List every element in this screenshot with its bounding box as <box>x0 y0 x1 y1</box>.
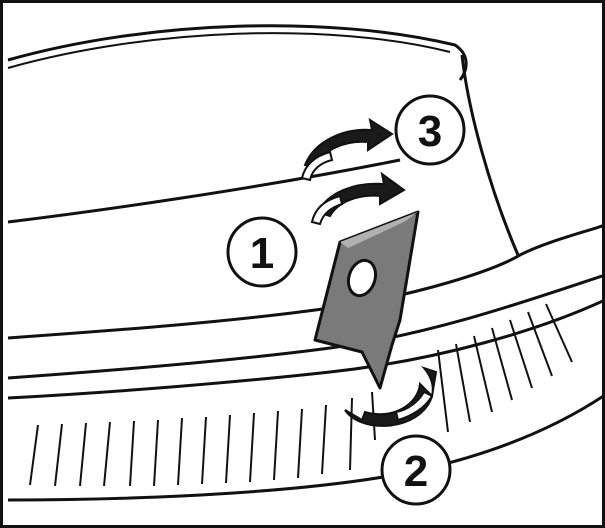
ring-bottom-edge <box>8 395 605 500</box>
hatch-line <box>474 336 492 412</box>
hatch-line <box>456 344 470 422</box>
device-side-edge <box>462 55 518 255</box>
step-marker-2: 2 <box>382 436 450 504</box>
hatch-line <box>202 417 206 484</box>
hatch-line <box>130 421 134 486</box>
step-marker-2-label: 2 <box>404 447 428 496</box>
hatch-line <box>274 411 278 480</box>
step-marker-1-label: 1 <box>250 229 274 278</box>
base-lower-edge <box>8 300 605 398</box>
base-mid-edge <box>8 275 605 378</box>
hatch-line <box>250 413 254 482</box>
hatch-line <box>322 405 326 474</box>
hatch-line <box>298 409 302 478</box>
hatch-line <box>154 420 158 486</box>
step-marker-3: 3 <box>396 96 464 164</box>
step-marker-3-label: 3 <box>418 107 442 156</box>
hatch-line <box>30 425 38 485</box>
hatch-line <box>226 415 230 483</box>
device-top-rim-inner <box>8 33 450 68</box>
arrow-step-2 <box>345 368 436 426</box>
hatch-line <box>55 424 62 486</box>
hatch-line <box>178 418 182 485</box>
hatch-line <box>80 423 86 486</box>
base-upper-edge <box>8 225 605 338</box>
arrow-step-1-lower <box>312 174 404 224</box>
hatch-line <box>438 350 448 432</box>
step-marker-1: 1 <box>228 218 296 286</box>
hatch-line <box>546 304 572 362</box>
hatch-line <box>350 398 352 470</box>
hatch-line <box>104 422 110 486</box>
